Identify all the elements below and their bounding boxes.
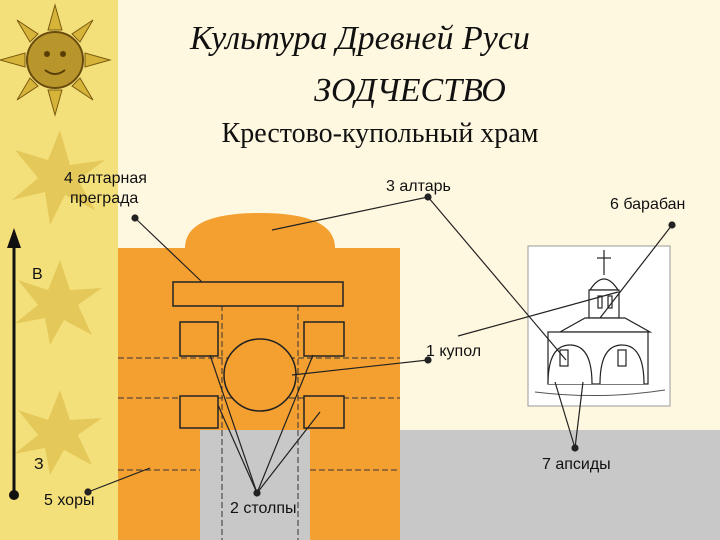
church-illustration xyxy=(527,245,671,407)
label-altar-barrier-line-2: преграда xyxy=(70,190,139,207)
slide-subtitle: Крестово-купольный храм xyxy=(221,118,539,149)
slide-title-line-1: Культура Древней Руси xyxy=(190,20,530,57)
church-floor-plan xyxy=(118,213,400,540)
label-altar: 3 алтарь xyxy=(386,178,451,195)
label-dome: 1 купол xyxy=(426,343,482,360)
label-west: З xyxy=(34,456,44,473)
bottom-grey-band xyxy=(118,430,720,540)
label-apses: 7 апсиды xyxy=(542,456,611,473)
slide-title-line-2: ЗОДЧЕСТВО xyxy=(314,72,506,109)
pointer-lines xyxy=(84,193,676,497)
label-choirs: 5 хоры xyxy=(44,492,95,509)
label-altar-barrier-line-1: 4 алтарная xyxy=(64,170,147,187)
label-pillars: 2 столпы xyxy=(230,500,297,517)
east-west-axis xyxy=(7,228,21,500)
sun-emblem-icon xyxy=(0,3,112,117)
star-burst-icon xyxy=(12,130,105,475)
label-east: В xyxy=(32,266,43,283)
label-drum: 6 барабан xyxy=(610,196,686,213)
